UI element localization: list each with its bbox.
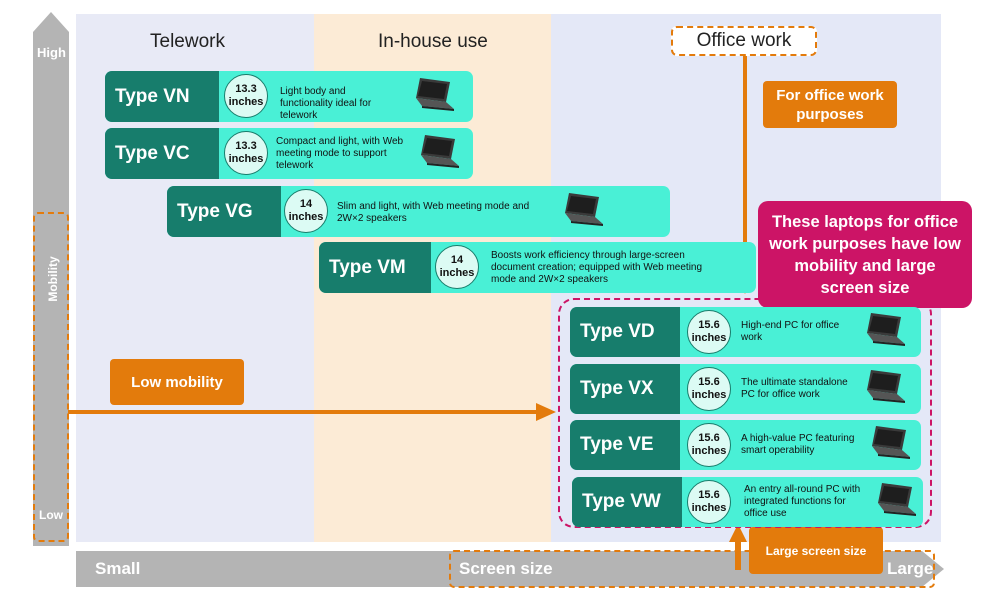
mobility-title: Mobility — [46, 256, 60, 302]
laptop-icon — [565, 193, 603, 226]
model-description: An entry all-round PC with integrated fu… — [744, 484, 861, 519]
summary-callout: These laptops for office work purposes h… — [758, 201, 972, 308]
model-name: Type VE — [570, 420, 680, 470]
model-description: A high-value PC featuring smart operabil… — [741, 433, 855, 456]
telework-title: Telework — [150, 31, 225, 52]
screen-size-title-box — [449, 550, 935, 588]
laptop-icon — [878, 483, 916, 516]
mobility-low-label: Low — [39, 508, 63, 522]
model-name: Type VM — [319, 242, 431, 293]
large-screen-arrow — [729, 524, 747, 570]
low-mobility-callout: Low mobility — [110, 359, 244, 405]
model-description: Compact and light, with Web meeting mode… — [276, 136, 404, 171]
laptop-icon — [421, 135, 459, 168]
model-name: Type VG — [167, 186, 281, 237]
in-house-title: In-house use — [378, 31, 488, 52]
model-description: Light body and functionality ideal for t… — [280, 86, 372, 121]
mobility-title-box — [33, 212, 69, 542]
office-purposes-callout: For office work purposes — [763, 81, 897, 128]
screen-size-axis — [76, 551, 944, 587]
summary-text: These laptops for office work purposes h… — [769, 212, 961, 297]
low-mobility-arrow — [68, 403, 556, 421]
model-description: Slim and light, with Web meeting mode an… — [337, 201, 530, 224]
model-description: High-end PC for office work — [741, 320, 840, 343]
office-laptops-group — [558, 298, 932, 528]
model-name: Type VW — [572, 477, 682, 527]
screen-large-label: Large — [887, 559, 934, 578]
office-title-box: Office work — [671, 26, 817, 56]
model-description: Boosts work efficiency through large-scr… — [491, 250, 703, 285]
large-screen-callout: Large screen size — [749, 527, 883, 574]
model-description: The ultimate standalone PC for office wo… — [741, 377, 848, 400]
screen-small-label: Small — [95, 559, 141, 578]
mobility-high-label: High — [37, 45, 66, 60]
laptop-icon — [867, 313, 905, 346]
laptop-icon — [867, 370, 905, 403]
screen-size-title: Screen size — [459, 559, 553, 578]
model-name: Type VC — [105, 128, 219, 179]
laptop-icon — [416, 78, 454, 111]
mobility-axis — [33, 12, 69, 546]
model-name: Type VD — [570, 307, 680, 357]
model-name: Type VX — [570, 364, 680, 414]
laptop-icon — [872, 426, 910, 459]
office-title: Office work — [696, 30, 792, 51]
model-name: Type VN — [105, 71, 219, 122]
